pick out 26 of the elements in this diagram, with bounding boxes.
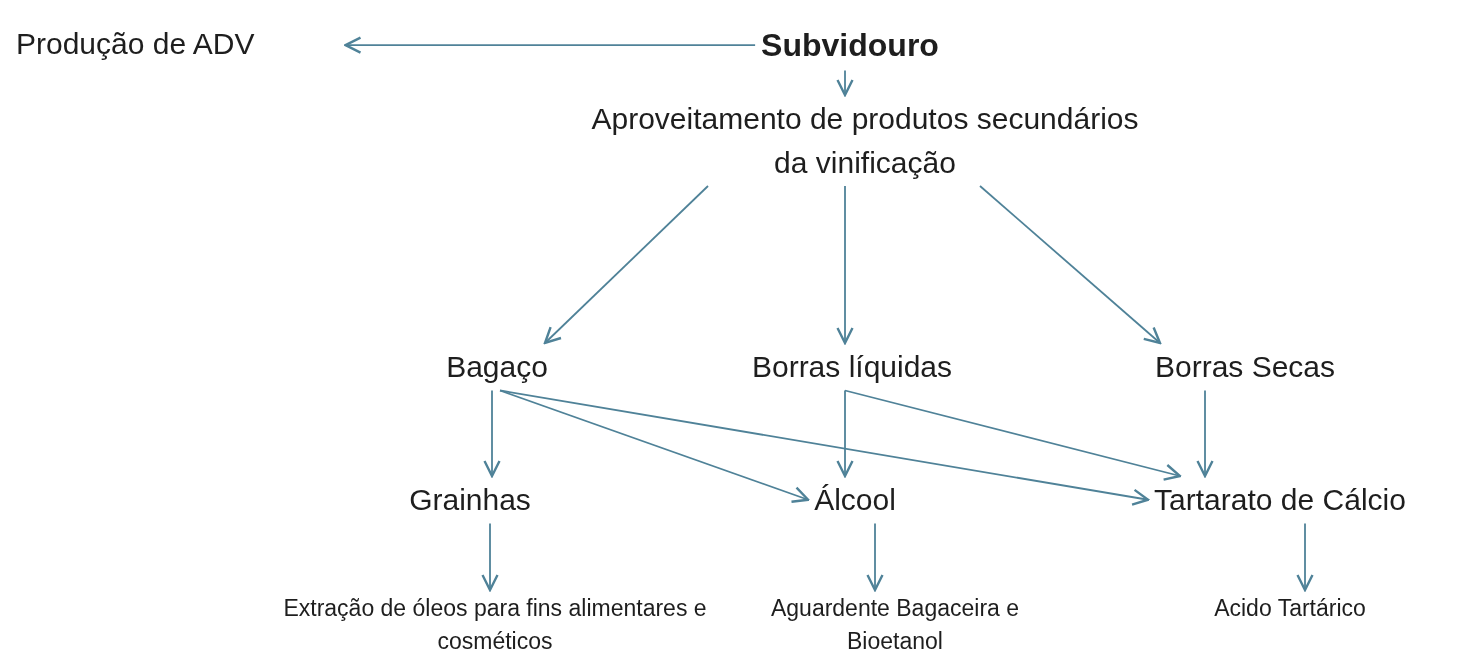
arrow [344, 36, 756, 54]
arrow [836, 389, 854, 478]
arrow [866, 522, 884, 592]
node-label: Tartarato de Cálcio [1148, 476, 1412, 524]
node-label: Grainhas [403, 476, 537, 524]
arrow [836, 185, 854, 345]
arrow [1296, 522, 1314, 592]
arrow [483, 389, 501, 478]
arrow [481, 522, 499, 592]
arrow [543, 185, 709, 345]
arrow [499, 389, 1150, 506]
arrow [1196, 389, 1214, 478]
node-label: Borras líquidas [745, 343, 959, 391]
node-label: Aproveitamento de produtos secundários da vinificação [585, 95, 1145, 186]
node-label: Borras Secas [1148, 343, 1342, 391]
arrow [979, 185, 1162, 345]
arrow [836, 69, 854, 97]
node-label: Acido Tartárico [1208, 590, 1372, 628]
node-label: Subvidouro [755, 20, 945, 71]
node-label: Aguardente Bagaceira e Bioetanol [730, 590, 1060, 655]
arrow [844, 389, 1182, 481]
node-label: Álcool [808, 476, 902, 524]
node-label: Produção de ADV [10, 20, 261, 68]
node-label: Extração de óleos para fins alimentares e cosméticos [275, 590, 715, 655]
arrow [499, 389, 810, 503]
node-label: Bagaço [440, 343, 554, 391]
